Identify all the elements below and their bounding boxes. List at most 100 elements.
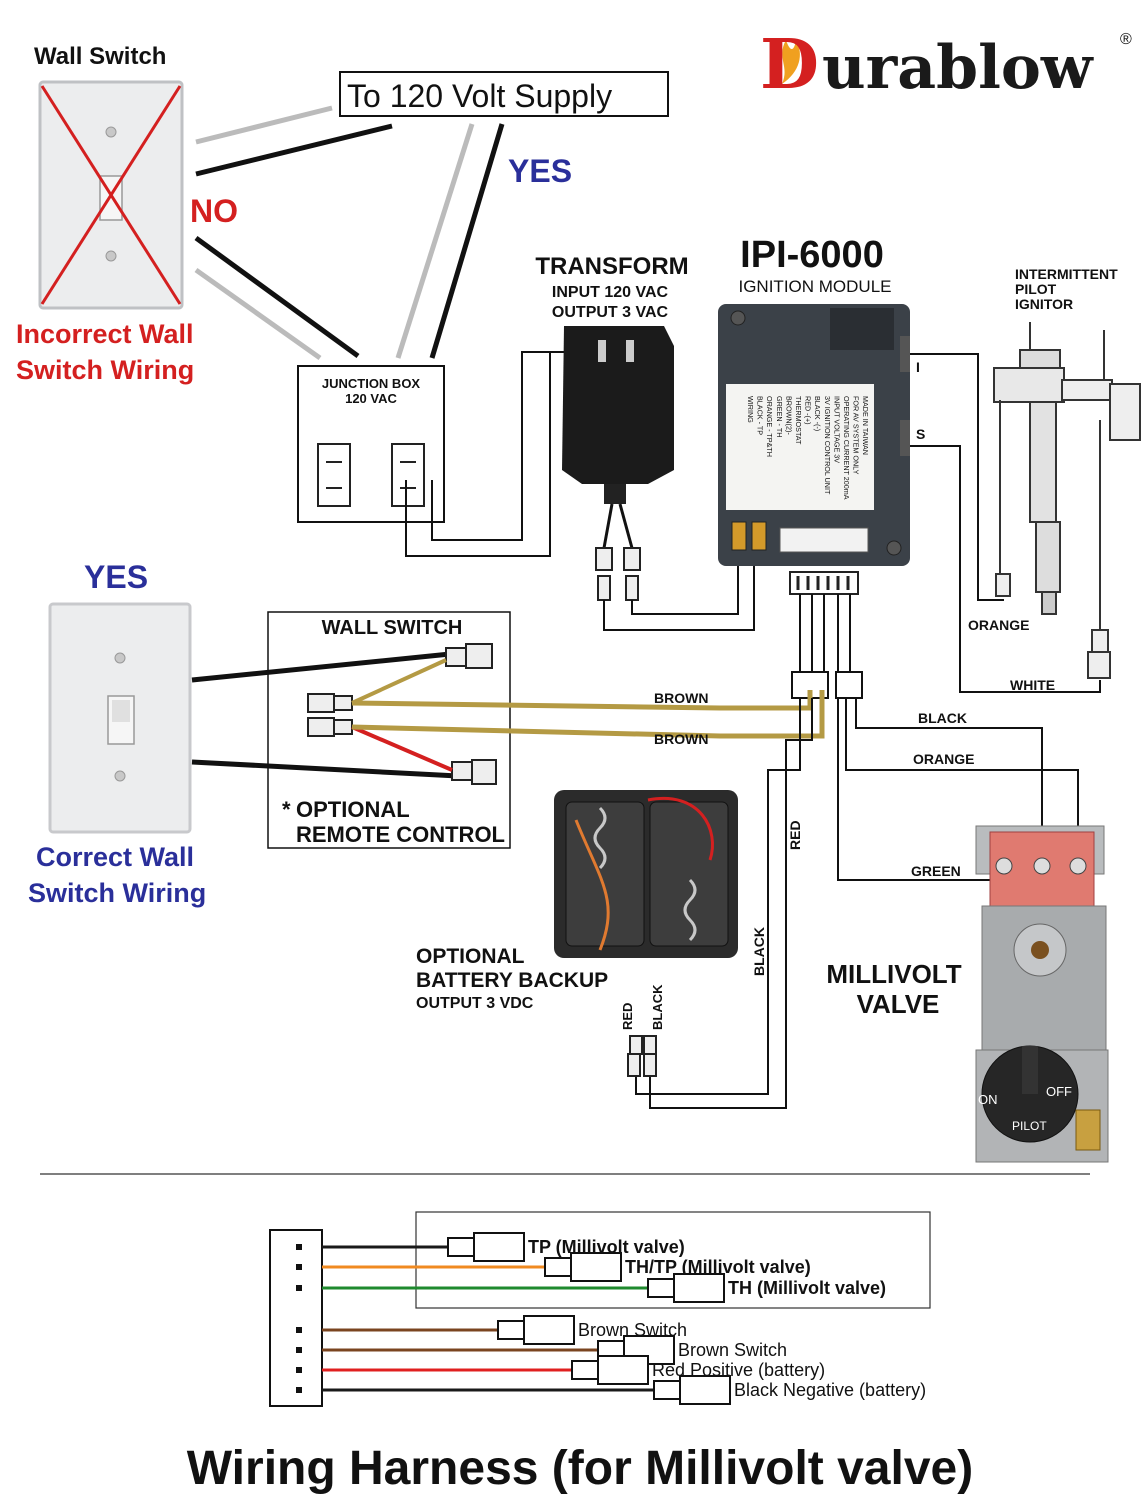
transformer-input: INPUT 120 VAC (552, 284, 669, 301)
harness-lead-label: Black Negative (battery) (734, 1380, 926, 1400)
harness-lead-label: Brown Switch (678, 1340, 787, 1360)
switch-wire-bottom (191, 759, 459, 779)
harness-pin (296, 1367, 302, 1373)
supply-label-box (339, 71, 669, 117)
harness-detail: TP (Millivolt valve)TH/TP (Millivolt val… (269, 1211, 931, 1407)
igniter-line3: IGNITOR (1015, 296, 1073, 312)
ignition-module (718, 304, 910, 595)
harness-connector-sleeve (679, 1375, 731, 1405)
sticker-line: RED -(+) (804, 396, 813, 425)
remote-asterisk: * (282, 797, 291, 822)
harness-connector (497, 1320, 525, 1340)
harness-pin (296, 1347, 302, 1353)
battery-pack (554, 790, 738, 958)
sticker-line: MADE IN TAIWAN (861, 396, 870, 455)
wire-label-black-2: BLACK (751, 927, 767, 976)
battery-line3: OUTPUT 3 VDC (416, 995, 534, 1012)
sticker-line: BLACK -(-) (813, 396, 822, 431)
module-harness-connector (791, 594, 863, 699)
incorrect-caption-line2: Switch Wiring (16, 355, 194, 385)
igniter-line2: PILOT (1015, 281, 1057, 297)
sticker-line: WIRING (746, 396, 755, 423)
module-terminal-i: I (916, 359, 920, 375)
battery-wire-black: BLACK (650, 984, 665, 1030)
battery-wire-red: RED (620, 1003, 635, 1030)
supply-label: To 120 Volt Supply (347, 78, 612, 114)
battery-line2: BATTERY BACKUP (416, 969, 608, 992)
registered-mark: ® (1120, 31, 1132, 48)
sticker-line: BLACK - TP (756, 396, 765, 435)
transformer-title: TRANSFORM (535, 253, 688, 280)
valve-knob-off: OFF (1046, 1084, 1072, 1099)
harness-connector-sleeve (570, 1252, 622, 1282)
ignitor-orange-wire (910, 353, 1004, 601)
valve-knob-on: ON (978, 1092, 998, 1107)
module-terminal-s: S (916, 426, 925, 442)
millivolt-valve (975, 825, 1109, 1163)
junction-box (297, 365, 445, 523)
wire-label-green: GREEN (911, 863, 961, 879)
harness-title: Wiring Harness (for Millivolt valve) (187, 1442, 973, 1495)
module-sticker (726, 384, 874, 510)
remote-box-title: WALL SWITCH (322, 617, 463, 639)
incorrect-caption-line1: Incorrect Wall (16, 319, 194, 349)
valve-line2: VALVE (857, 989, 940, 1019)
brand-first-letter: D (760, 25, 819, 105)
harness-lead-label: TH (Millivolt valve) (728, 1278, 886, 1298)
sticker-line: FOR AV SYSTEM ONLY (852, 396, 861, 475)
top-switch-title: Wall Switch (34, 43, 166, 70)
junction-box-line1: JUNCTION BOX (322, 376, 421, 391)
harness-pin (296, 1285, 302, 1291)
harness-connector-sleeve (523, 1315, 575, 1345)
wire-label-black: BLACK (918, 710, 967, 726)
millivolt-leads-box (415, 1211, 931, 1309)
harness-connector (544, 1257, 572, 1277)
igniter-line1: INTERMITTENT (1015, 266, 1118, 282)
wire-label-orange-valve: ORANGE (913, 751, 974, 767)
battery-leads (627, 1035, 657, 1077)
harness-pin (296, 1387, 302, 1393)
correct-caption-line2: Switch Wiring (28, 878, 206, 908)
correct-wall-switch (48, 602, 192, 834)
brand-name-rest: urablow (822, 33, 1094, 103)
sticker-line: GREEN - TH (775, 396, 784, 437)
module-sticker-text: WIRINGBLACK - TPORANGE - TP&THGREEN - TH… (746, 396, 870, 500)
ignitor-white-wire (910, 445, 1101, 693)
incorrect-wall-switch (38, 80, 184, 310)
harness-pin (296, 1327, 302, 1333)
transformer (562, 326, 674, 601)
sticker-line: BROWN(2)- (784, 396, 793, 435)
battery-line1: OPTIONAL (416, 945, 525, 968)
wire-label-brown-1: BROWN (654, 690, 708, 706)
sticker-line: 3V IGNITION CONTROL UNIT (823, 396, 832, 495)
harness-lead-label: TH/TP (Millivolt valve) (625, 1257, 811, 1277)
harness-connector-sleeve (597, 1355, 649, 1385)
harness-lead-label: TP (Millivolt valve) (528, 1237, 685, 1257)
harness-connector (653, 1380, 681, 1400)
harness-plug (269, 1229, 323, 1407)
sticker-line: ORANGE - TP&TH (765, 396, 774, 457)
remote-optional-line2: REMOTE CONTROL (296, 822, 505, 847)
valve-wires (635, 698, 1079, 1109)
harness-pin (296, 1244, 302, 1250)
sticker-line: INPUT VOLTAGE 3V (832, 396, 841, 463)
yes-switch-verdict: YES (84, 559, 148, 595)
brown-wires (351, 690, 825, 739)
flame-icon (782, 40, 800, 84)
switch-wire-top (191, 651, 451, 683)
transformer-to-module-wire (603, 560, 755, 631)
wire-label-brown-2: BROWN (654, 731, 708, 747)
valve-knob-pilot: PILOT (1012, 1119, 1047, 1133)
yes-supply-verdict: YES (508, 153, 572, 189)
module-subtitle: IGNITION MODULE (738, 277, 891, 296)
harness-connector (647, 1278, 675, 1298)
valve-line1: MILLIVOLT (826, 959, 961, 989)
harness-connector-sleeve (673, 1273, 725, 1303)
wire-label-red: RED (787, 820, 803, 850)
sticker-line: OPERATING CURRENT 200mA (842, 396, 851, 500)
wire-label-white: WHITE (1010, 677, 1055, 693)
harness-pin (296, 1264, 302, 1270)
wire-label-orange: ORANGE (968, 617, 1029, 633)
junction-box-line2: 120 VAC (345, 391, 397, 406)
